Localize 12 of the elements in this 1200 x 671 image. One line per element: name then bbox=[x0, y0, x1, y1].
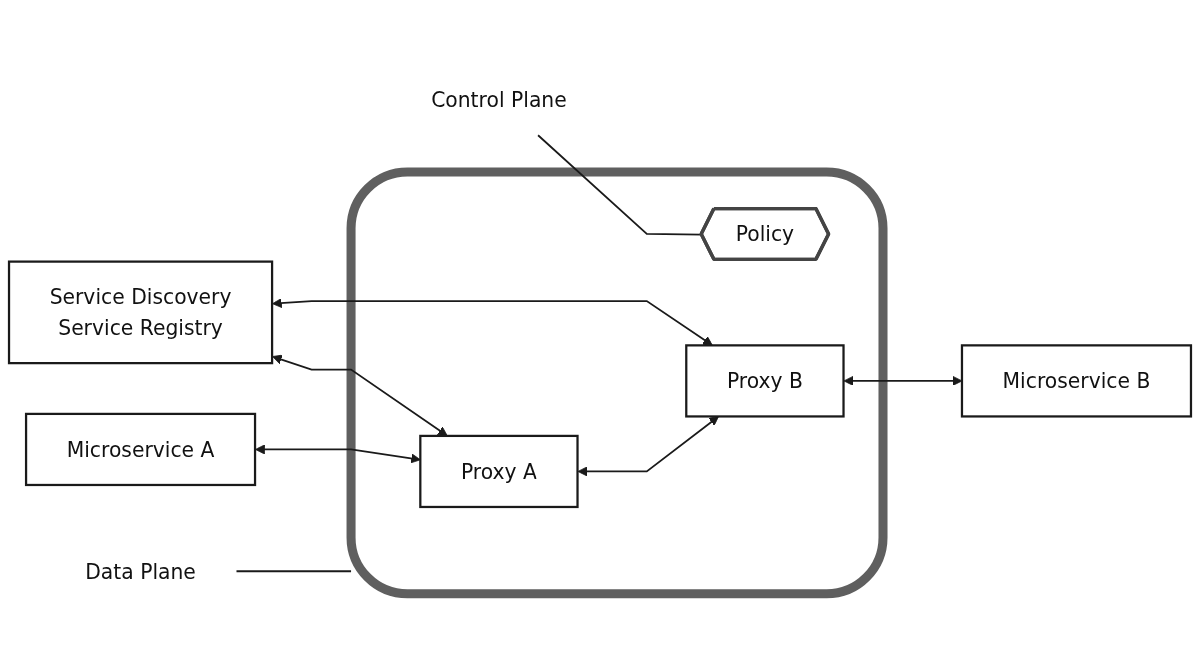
node-box: Microservice A bbox=[24, 412, 257, 487]
node-box: Proxy A bbox=[419, 434, 579, 509]
arrow bbox=[272, 298, 713, 346]
node-text: Control Plane bbox=[431, 87, 567, 112]
node-box: Service Discovery Service Registry bbox=[7, 260, 274, 365]
arrow bbox=[255, 444, 421, 464]
node-box: Microservice B bbox=[960, 344, 1193, 418]
connector bbox=[235, 570, 352, 573]
node-box: Proxy B bbox=[685, 344, 845, 418]
cluster bbox=[346, 167, 888, 599]
arrow bbox=[577, 416, 719, 477]
node-text: Data Plane bbox=[85, 559, 196, 584]
